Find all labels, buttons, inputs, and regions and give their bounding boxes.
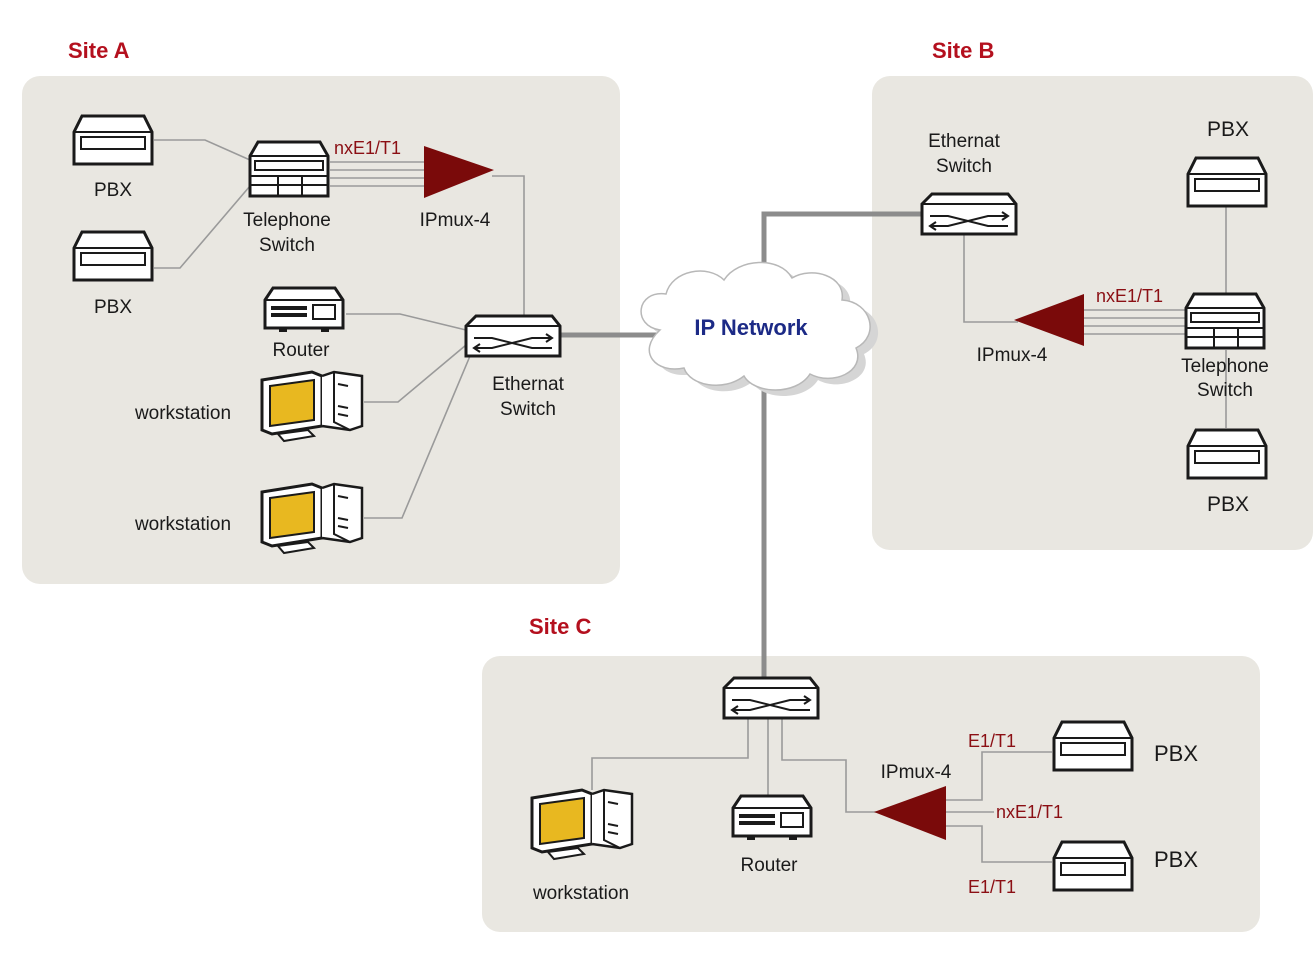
site-a-workstation-1-label: workstation xyxy=(134,403,231,424)
site-b-pbx-2-label: PBX xyxy=(1207,493,1249,516)
site-c-ipmux-label: IPmux-4 xyxy=(881,762,952,783)
site-a-pbx-2-icon xyxy=(72,230,154,282)
site-c-pbx-2-icon xyxy=(1052,840,1134,892)
site-b-telephone-switch-icon xyxy=(1184,292,1266,350)
site-c-router-label: Router xyxy=(740,855,798,876)
site-b-link-label: nxE1/T1 xyxy=(1096,286,1163,306)
site-a-title: Site A xyxy=(68,38,130,63)
site-b-title: Site B xyxy=(932,38,994,63)
site-b-pbx-1-label: PBX xyxy=(1207,118,1249,141)
site-b-ipmux-label: IPmux-4 xyxy=(977,345,1048,366)
site-b-ethernet-switch-icon xyxy=(920,192,1018,236)
site-a-ethernet-switch-icon xyxy=(464,314,562,358)
site-c-pbx-1-icon xyxy=(1052,720,1134,772)
site-c-link-1-label: E1/T1 xyxy=(968,731,1016,751)
site-b-ethernet-switch-label-2: Switch xyxy=(936,156,992,177)
site-a-ipmux-label: IPmux-4 xyxy=(420,210,491,231)
site-c-link-3-label: E1/T1 xyxy=(968,877,1016,897)
site-c-link-2-label: nxE1/T1 xyxy=(996,802,1063,822)
site-a-pbx-2-label: PBX xyxy=(94,297,132,318)
site-a-router-label: Router xyxy=(272,340,330,361)
site-a-router-icon xyxy=(263,286,345,334)
site-b-telephone-switch-label-1: Telephone xyxy=(1181,356,1269,377)
site-b-pbx-2-icon xyxy=(1186,428,1268,480)
site-c-ipmux-icon xyxy=(874,786,946,840)
site-a-telephone-switch-icon xyxy=(248,140,330,198)
site-a-ipmux-icon xyxy=(424,146,494,198)
site-c-wires xyxy=(591,718,1052,863)
site-b-ipmux-icon xyxy=(1014,294,1084,346)
site-a-link-label: nxE1/T1 xyxy=(334,138,401,158)
site-c-pbx-1-label: PBX xyxy=(1154,741,1198,766)
site-a-workstation-2-label: workstation xyxy=(134,514,231,535)
ip-network-label: IP Network xyxy=(694,315,808,340)
site-c-pbx-2-label: PBX xyxy=(1154,847,1198,872)
site-b-pbx-1-icon xyxy=(1186,156,1268,208)
site-a-pbx-1-label: PBX xyxy=(94,180,132,201)
site-a-ethernet-switch-label-2: Switch xyxy=(500,399,556,420)
site-a-ethernet-switch-label-1: Ethernat xyxy=(492,374,565,395)
site-b-ethernet-switch-label-1: Ethernat xyxy=(928,131,1001,152)
ip-network-cloud: IP Network xyxy=(640,261,879,396)
site-c-ethernet-switch-icon xyxy=(722,676,820,720)
site-a-wires xyxy=(154,139,525,519)
site-b-wires xyxy=(963,206,1227,428)
site-b-telephone-switch-label-2: Switch xyxy=(1197,380,1253,401)
site-a-pbx-1-icon xyxy=(72,114,154,166)
site-c-router-icon xyxy=(731,794,813,842)
site-a-telephone-switch-label-1: Telephone xyxy=(243,210,331,231)
site-c-title: Site C xyxy=(529,614,591,639)
site-a-telephone-switch-label-2: Switch xyxy=(259,235,315,256)
site-c-workstation-label: workstation xyxy=(532,883,629,904)
